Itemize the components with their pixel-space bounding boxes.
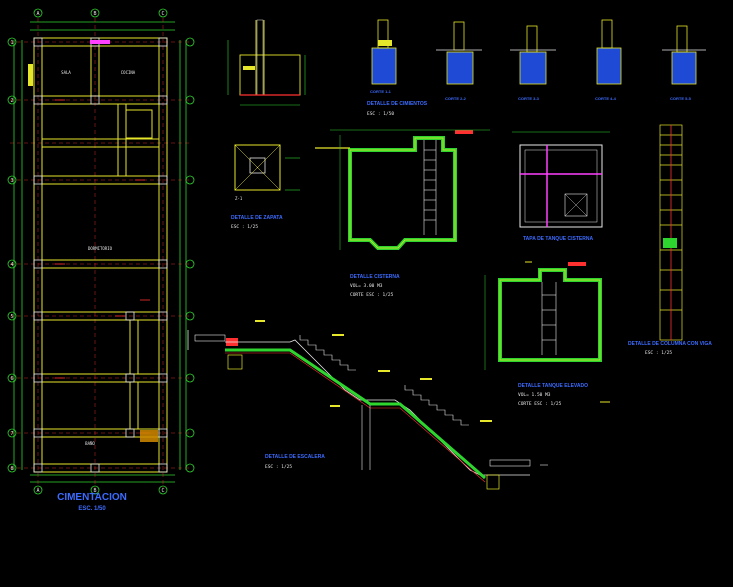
plan-dimension-lines (13, 21, 187, 483)
grid-label-a-top: A (36, 11, 39, 17)
columna-scale: ESC : 1/25 (645, 350, 672, 356)
columna-detail: DETALLE DE COLUMNA CON VIGA ESC : 1/25 (628, 124, 712, 356)
corte-5-label: CORTE 5-5 (670, 96, 692, 101)
tapa-detail: TAPA DE TANQUE CISTERNA (512, 131, 610, 242)
zapata-title: DETALLE DE ZAPATA (231, 215, 283, 221)
tanque-detail: DETALLE TANQUE ELEVADO VOL= 1.50 M3 CORT… (484, 262, 602, 407)
plan-hatch-patch (140, 430, 158, 442)
corte-2-2: CORTE 2-2 (436, 21, 482, 101)
tanque-volume: VOL= 1.50 M3 (518, 392, 551, 398)
plan-top-marker (90, 40, 110, 44)
grid-label-a-bottom: A (36, 488, 39, 494)
tapa-title: TAPA DE TANQUE CISTERNA (523, 236, 593, 242)
plan-section-marks (55, 99, 150, 434)
zapata-tag: Z-1 (235, 196, 243, 201)
plan-axis-lines (10, 18, 190, 488)
plan-left-strip (28, 64, 33, 86)
room-label-cocina: COCINA (121, 70, 136, 75)
corte-3-label: CORTE 3-3 (518, 96, 540, 101)
cisterna-scale: CORTE ESC : 1/25 (350, 292, 394, 298)
cisterna-detail: DETALLE CISTERNA VOL= 3.00 M3 CORTE ESC … (315, 129, 490, 298)
corte-2-label: CORTE 2-2 (445, 96, 467, 101)
grid-label-3: 3 (10, 178, 13, 184)
corte-4-4: CORTE 4-4 (595, 19, 622, 101)
cisterna-title: DETALLE CISTERNA (350, 274, 400, 280)
grid-bubbles (7, 8, 195, 495)
misc-marks (525, 261, 610, 403)
room-label-bano: BAÑO (85, 441, 95, 446)
room-labels: SALA COCINA DORMITORIO BAÑO (61, 70, 136, 446)
tanque-title: DETALLE TANQUE ELEVADO (518, 383, 588, 389)
grid-label-8: 8 (10, 466, 13, 472)
plan-columns (33, 37, 168, 473)
grid-label-6: 6 (10, 376, 13, 382)
foundation-plan: A B C A B C 1 2 3 4 5 6 7 8 SALA COCINA … (7, 8, 195, 512)
room-label-sala: SALA (61, 70, 71, 75)
cimentacion-scale: ESC. 1/50 (78, 506, 106, 512)
cimientos-cortes: CORTE 1-1 CORTE 2-2 CORTE 3-3 CORTE 4-4 … (367, 19, 706, 117)
escalera-scale: ESC : 1/25 (265, 464, 292, 470)
corte-1-1: CORTE 1-1 (370, 19, 397, 94)
grid-label-2: 2 (10, 98, 13, 104)
plan-walls (33, 37, 168, 473)
corte-3-3: CORTE 3-3 (510, 25, 556, 101)
escalera-detail: DETALLE DE ESCALERA ESC : 1/25 (187, 320, 548, 490)
grid-label-5: 5 (10, 314, 13, 320)
room-label-dormitorio: DORMITORIO (88, 246, 113, 251)
grid-label-4: 4 (10, 262, 13, 268)
zapata-scale: ESC : 1/25 (231, 224, 258, 230)
cisterna-volume: VOL= 3.00 M3 (350, 283, 383, 289)
cimientos-scale: ESC : 1/50 (367, 111, 394, 117)
grid-label-1: 1 (10, 40, 13, 46)
cimentacion-title: CIMENTACION (57, 492, 127, 503)
grid-label-c-top: C (161, 11, 164, 17)
grid-bubble-labels: A B C A B C 1 2 3 4 5 6 7 8 (10, 11, 164, 494)
zapata-detail: Z-1 DETALLE DE ZAPATA ESC : 1/25 (231, 144, 300, 230)
escalera-title: DETALLE DE ESCALERA (265, 454, 325, 460)
section-detail-small (227, 19, 306, 106)
cimientos-title: DETALLE DE CIMIENTOS (367, 101, 428, 107)
corte-5-5: CORTE 5-5 (662, 25, 706, 101)
tanque-scale: CORTE ESC : 1/25 (518, 401, 562, 407)
corte-1-label: CORTE 1-1 (370, 89, 392, 94)
grid-label-b-bottom: B (93, 488, 96, 494)
corte-4-label: CORTE 4-4 (595, 96, 617, 101)
grid-label-7: 7 (10, 431, 13, 437)
columna-title: DETALLE DE COLUMNA CON VIGA (628, 341, 712, 347)
grid-label-c-bottom: C (161, 488, 164, 494)
grid-label-b-top: B (93, 11, 96, 17)
